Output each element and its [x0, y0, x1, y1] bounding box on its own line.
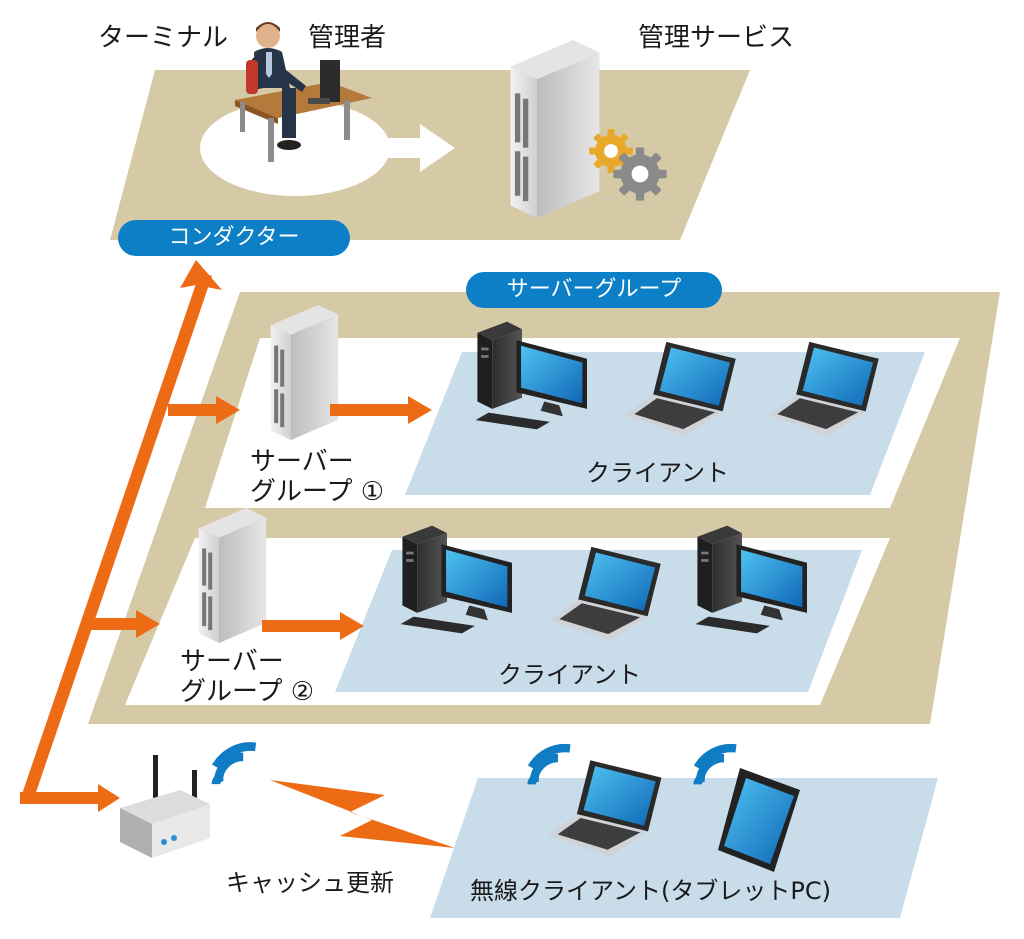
terminal-label: ターミナル [98, 23, 229, 53]
tablet-icon [718, 768, 800, 872]
admin-terminal-icon [235, 22, 372, 162]
client-label-2: クライアント [498, 661, 642, 689]
management-service-label: 管理サービス [638, 23, 795, 53]
admin-label: 管理者 [308, 23, 387, 53]
wireless-clients-label: 無線クライアント(タブレットPC) [470, 877, 831, 905]
server-group-1-label-line2: グループ ① [250, 477, 385, 507]
server-icon [270, 305, 339, 440]
router-icon [120, 755, 210, 858]
server-group-header-pill: サーバーグループ [466, 272, 722, 308]
management-server-icon [510, 40, 600, 218]
server-group-1-label-line1: サーバー [250, 447, 354, 477]
conductor-pill: コンダクター [118, 220, 350, 256]
cache-update-lightning-icon [270, 780, 455, 848]
wifi-icon [216, 747, 256, 785]
wireless-client-area [430, 778, 938, 918]
gear-icon [613, 147, 667, 201]
network-arrows [20, 260, 432, 812]
client-label-1: クライアント [586, 459, 730, 487]
server-icon [198, 508, 267, 643]
terminal-to-service-arrow [380, 124, 455, 172]
cache-update-label: キャッシュ更新 [226, 869, 394, 897]
server-group-2-label-line1: サーバー [180, 647, 284, 677]
server-group-2-label-line2: グループ ② [180, 677, 315, 707]
